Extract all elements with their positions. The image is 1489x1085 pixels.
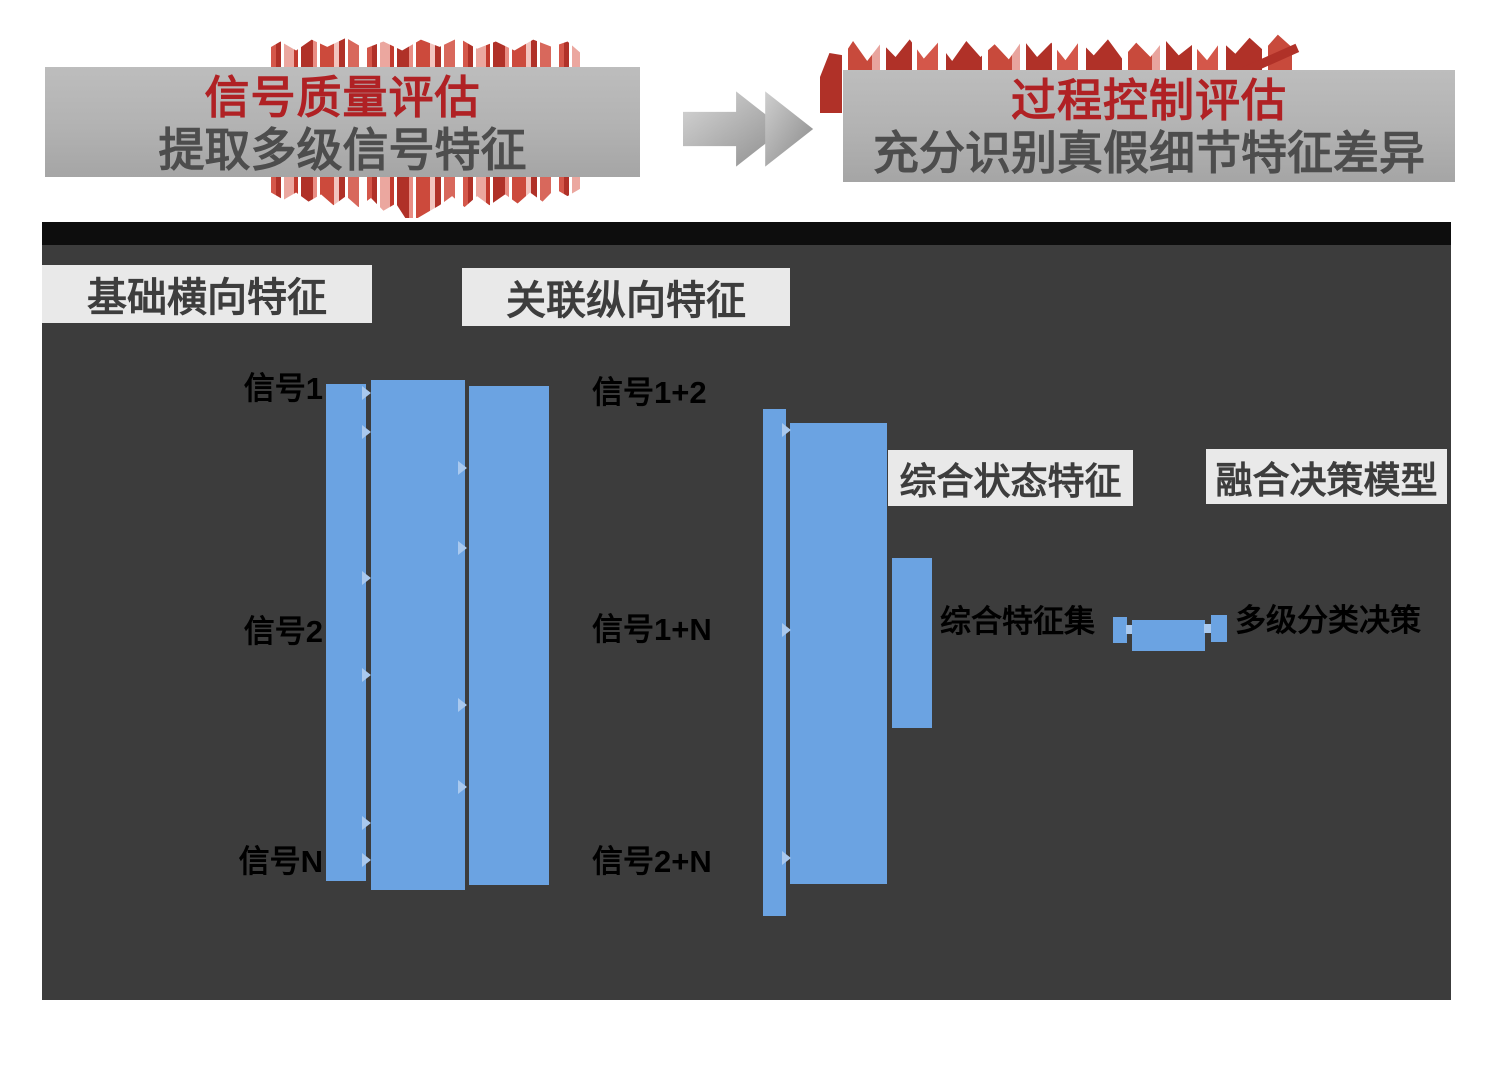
section-label-state-features: 综合状态特征 (888, 450, 1133, 506)
decision-connector-left (1126, 625, 1133, 634)
junction-notch-icon (362, 816, 371, 830)
junction-notch-icon (458, 780, 467, 794)
stage-banner-signal-quality: 信号质量评估 提取多级信号特征 (45, 67, 640, 177)
diagram-canvas: 基础横向特征 关联纵向特征 综合状态特征 融合决策模型 信号1 信号2 信号N … (42, 222, 1451, 1000)
bar-horizontal-feature-2 (371, 380, 465, 890)
banner-left-title: 信号质量评估 (204, 72, 481, 123)
bar-horizontal-feature-1 (326, 384, 366, 881)
row-label-signal-1-n: 信号1+N (592, 612, 712, 647)
bar-vertical-feature-narrow (763, 409, 786, 916)
junction-notch-icon (362, 853, 371, 867)
junction-notch-icon (458, 541, 467, 555)
flow-arrow-icon (683, 91, 814, 167)
bar-decision-input (1113, 617, 1127, 643)
banner-right-subtitle: 充分识别真假细节特征差异 (873, 127, 1425, 179)
row-label-signal-2-n: 信号2+N (592, 844, 712, 879)
feature-set-label: 综合特征集 (940, 604, 1095, 639)
decision-label: 多级分类决策 (1235, 603, 1421, 638)
row-label-signal-n: 信号N (238, 844, 323, 879)
decision-connector-right (1204, 624, 1211, 633)
junction-notch-icon (362, 571, 371, 585)
bar-decision-main (1132, 620, 1205, 651)
bar-horizontal-feature-3 (469, 386, 549, 885)
canvas-top-bar (42, 222, 1451, 245)
section-label-horizontal-features: 基础横向特征 (42, 265, 372, 323)
junction-notch-icon (458, 698, 467, 712)
bar-decision-output (1211, 615, 1227, 642)
junction-notch-icon (782, 423, 791, 437)
bar-state-feature (892, 558, 932, 728)
banner-left-subtitle: 提取多级信号特征 (158, 124, 527, 176)
junction-notch-icon (362, 425, 371, 439)
junction-notch-icon (782, 623, 791, 637)
junction-notch-icon (782, 851, 791, 865)
junction-notch-icon (362, 668, 371, 682)
section-label-fusion-model: 融合决策模型 (1206, 449, 1447, 504)
junction-notch-icon (362, 386, 371, 400)
section-label-vertical-features: 关联纵向特征 (462, 268, 790, 326)
banner-right-title: 过程控制评估 (1010, 75, 1287, 126)
junction-notch-icon (458, 461, 467, 475)
stage-banner-process-control: 过程控制评估 充分识别真假细节特征差异 (843, 70, 1455, 182)
row-label-signal-1: 信号1 (243, 371, 323, 406)
bar-vertical-feature-wide (790, 423, 887, 884)
row-label-signal-1-2: 信号1+2 (592, 375, 707, 410)
row-label-signal-2: 信号2 (243, 614, 323, 649)
